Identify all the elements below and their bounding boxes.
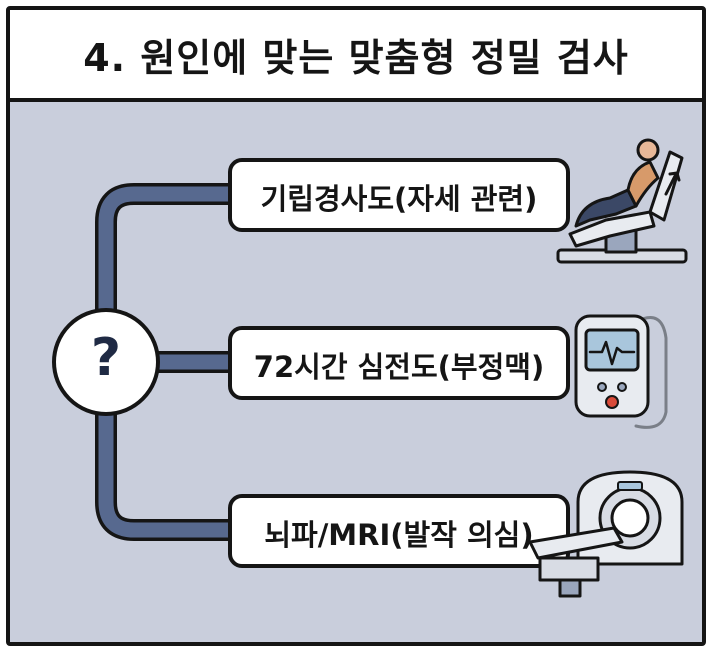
connector-bottom (95, 412, 232, 541)
connector-top (95, 183, 232, 312)
tilt-table-icon (556, 138, 688, 264)
branch-box-3 (228, 494, 570, 568)
branch-label-3: 뇌파/MRI(발작 의심) (264, 518, 534, 552)
header: 4. 원인에 맞는 맞춤형 정밀 검사 (10, 10, 702, 102)
mri-scanner-icon (528, 470, 684, 598)
question-circle (52, 308, 160, 416)
page-title: 4. 원인에 맞는 맞춤형 정밀 검사 (83, 35, 629, 80)
heart-monitor-icon (574, 314, 668, 429)
branch-box-1 (228, 158, 570, 232)
branch-label-2: 72시간 심전도(부정맥) (253, 350, 545, 384)
connector-svg (52, 138, 688, 598)
infographic-frame: 4. 원인에 맞는 맞춤형 정밀 검사 (6, 6, 706, 646)
question-mark: ? (90, 328, 122, 388)
branch-box-2 (228, 326, 570, 400)
diagram-area: ? 기립경사도(자세 관련) 72시간 심전도(부정맥) 뇌파/MRI(발작 의… (10, 102, 702, 642)
branch-label-1: 기립경사도(자세 관련) (260, 182, 538, 216)
